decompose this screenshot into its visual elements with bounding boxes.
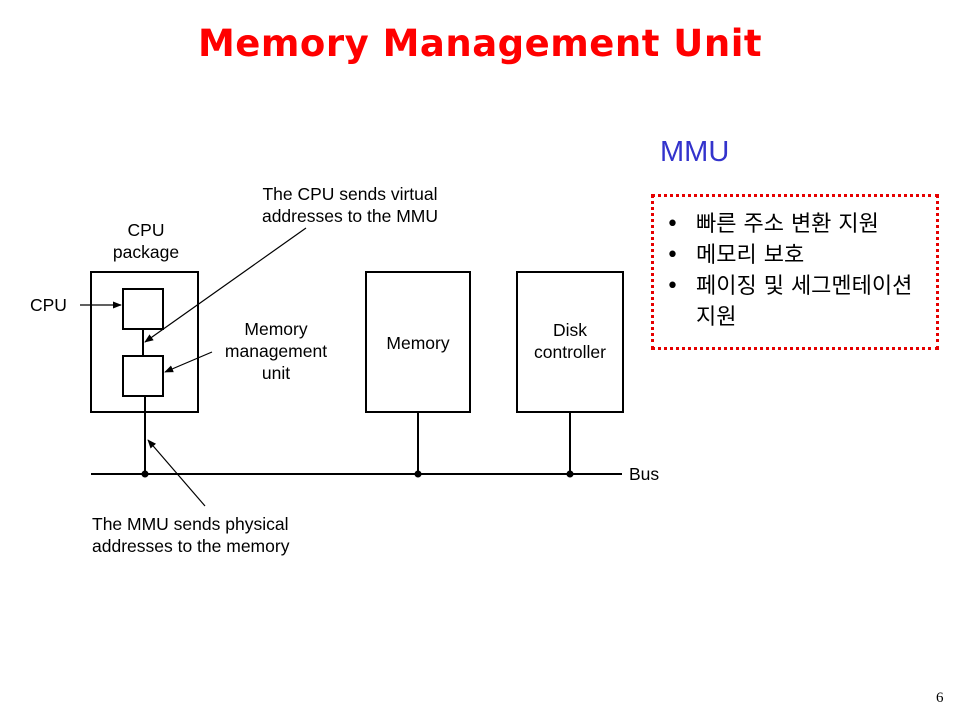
feature-text: 페이징 및 세그멘테이션 지원 — [696, 274, 913, 330]
mmu-chip — [122, 355, 164, 397]
feature-text: 메모리 보호 — [696, 243, 805, 268]
virtual-address-arrow — [144, 227, 307, 343]
memory-label: Memory — [386, 333, 449, 353]
bullet-icon: • — [666, 243, 679, 268]
bullet-icon: • — [666, 274, 679, 299]
list-item: • 메모리 보호 — [666, 240, 936, 271]
list-item: • 빠른 주소 변환 지원 — [666, 209, 936, 240]
cpu-chip — [122, 288, 164, 330]
bus-label: Bus — [629, 464, 659, 484]
feature-text: 빠른 주소 변환 지원 — [696, 212, 879, 237]
bus-junction-memory — [414, 470, 422, 478]
list-item: • 페이징 및 세그멘테이션 지원 — [666, 271, 936, 333]
bus-junction-mmu — [141, 470, 149, 478]
mmu-feature-list: • 빠른 주소 변환 지원 • 메모리 보호 • 페이징 및 세그멘테이션 지원 — [666, 209, 936, 333]
slide-title: Memory Management Unit — [197, 22, 763, 65]
cpu-package-box — [90, 271, 199, 413]
bullet-icon: • — [666, 212, 679, 237]
cpu-label: CPU — [30, 295, 67, 315]
bus-junction-disk — [566, 470, 574, 478]
physical-address-arrow — [147, 439, 206, 507]
mmu-heading: MMU — [660, 136, 730, 168]
mmu-label-arrow — [164, 351, 213, 373]
mmu-feature-box: • 빠른 주소 변환 지원 • 메모리 보호 • 페이징 및 세그멘테이션 지원 — [651, 194, 939, 350]
page-number: 6 — [936, 690, 944, 706]
